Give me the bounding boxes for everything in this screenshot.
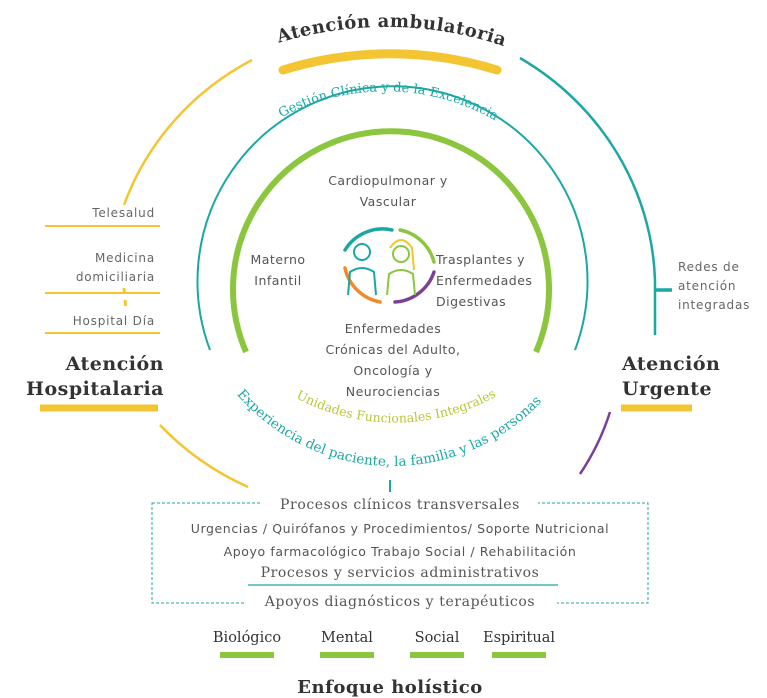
footer-enfoque-holistico: Enfoque holístico (297, 677, 483, 698)
top-yellow-bar (278, 49, 502, 75)
outer-top-title: Atención ambulatoria (274, 11, 510, 51)
processes-line-2: Apoyo farmacológico Trabajo Social / Reh… (223, 544, 577, 559)
teal-top-arc-text: Gestión Clínica y de la Excelencia (276, 80, 501, 124)
unit-materno-infantil: Materno Infantil (250, 252, 306, 288)
outer-arc-right (519, 56, 657, 335)
processes-line-1: Urgencias / Quirófanos y Procedimientos/… (190, 521, 610, 536)
unit-enfermedades-cronicas: Enfermedades Crónicas del Adulto, Oncolo… (325, 321, 461, 399)
outer-arc-left-lower (159, 424, 249, 489)
label-atencion-urgente: Atención Urgente (622, 353, 721, 400)
right-item-redes: Redes de atención integradas (678, 260, 751, 312)
bar-mental (320, 652, 374, 658)
teal-ring (196, 85, 589, 351)
green-ring (230, 128, 552, 354)
label-atencion-hospitalaria: Atención Hospitalaria (26, 353, 164, 400)
dimension-mental: Mental (321, 630, 373, 646)
dimension-biologico: Biológico (212, 630, 282, 646)
outer-arc-left-dashed (122, 287, 128, 311)
bar-espiritual (492, 652, 546, 658)
unit-trasplantes: Trasplantes y Enfermedades Digestivas (436, 252, 533, 309)
processes-support: Apoyos diagnósticos y terapéuticos (264, 594, 536, 610)
left-item-hospital-dia: Hospital Día (72, 314, 155, 328)
bar-social (410, 652, 464, 658)
outer-arc-left (122, 58, 253, 206)
left-item-telesalud: Telesalud (92, 206, 155, 220)
processes-admin: Procesos y servicios administrativos (260, 565, 540, 581)
processes-title: Procesos clínicos transversales (280, 497, 520, 513)
unit-cardiopulmonar: Cardiopulmonar y Vascular (328, 173, 448, 209)
center-people-icon (343, 227, 436, 304)
outer-arc-right-purple (578, 411, 612, 475)
left-item-medicina: Medicina domiciliaria (75, 251, 155, 284)
dimension-espiritual: Espiritual (483, 630, 555, 646)
bar-biologico (220, 652, 274, 658)
dimension-social: Social (414, 630, 460, 646)
